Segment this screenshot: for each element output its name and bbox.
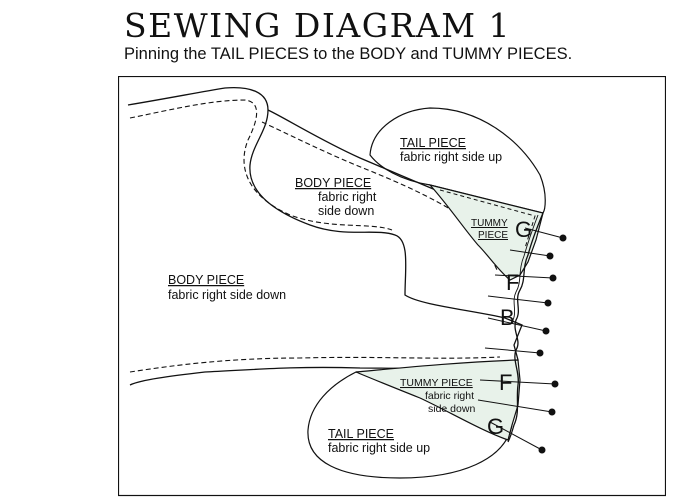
tummy-piece-top xyxy=(428,183,544,281)
tummy-bottom-note-2: side down xyxy=(428,403,475,415)
pin-head xyxy=(546,252,554,260)
pin-line xyxy=(489,421,543,451)
body-inner-note-1: fabric right xyxy=(318,190,377,204)
marker-g-top: G xyxy=(515,217,532,242)
body-piece-inner-seam xyxy=(261,121,498,271)
pin-line xyxy=(509,249,551,257)
pin-line xyxy=(487,317,547,332)
marker-g-bottom: G xyxy=(487,414,504,439)
pin-head xyxy=(544,299,552,307)
marker-f-bottom: F xyxy=(499,370,512,395)
pin-head xyxy=(538,446,546,454)
pin-head xyxy=(542,327,550,335)
pin-head xyxy=(549,274,557,282)
diagram-title: SEWING DIAGRAM 1 xyxy=(124,6,512,45)
body-seam-dashed xyxy=(129,99,501,373)
tummy-top-name-2: PIECE xyxy=(478,230,508,241)
seam-edge-right xyxy=(507,212,544,443)
pin-line xyxy=(477,399,553,413)
tummy-bottom-name: TUMMY PIECE xyxy=(400,377,473,389)
body-piece-outer xyxy=(127,86,523,386)
diagram-border xyxy=(118,76,666,497)
tail-bottom-note: fabric right side up xyxy=(328,441,430,455)
tail-bottom-name: TAIL PIECE xyxy=(328,427,394,441)
tummy-bottom-note-1: fabric right xyxy=(425,390,474,402)
body-inner-note-2: side down xyxy=(318,204,374,218)
tail-top-name: TAIL PIECE xyxy=(400,136,466,150)
pin-head xyxy=(548,408,556,416)
seam-edge-right-double xyxy=(511,214,539,323)
pins xyxy=(477,227,567,454)
tail-piece-top-outline xyxy=(369,107,546,214)
body-inner-name: BODY PIECE xyxy=(295,176,371,190)
marker-f-top: F xyxy=(506,270,519,295)
pin-line xyxy=(487,295,549,304)
tummy-top-seam xyxy=(439,189,536,249)
pin-head xyxy=(551,380,559,388)
marker-b: B xyxy=(500,305,515,330)
pin-line xyxy=(524,227,564,239)
pin-head xyxy=(559,234,567,242)
diagram-subtitle: Pinning the TAIL PIECES to the BODY and … xyxy=(124,45,573,63)
body-outer-name: BODY PIECE xyxy=(168,273,244,287)
body-outer-note: fabric right side down xyxy=(168,288,286,302)
tummy-piece-bottom xyxy=(355,359,521,441)
tummy-top-name-1: TUMMY xyxy=(471,218,508,229)
pin-line xyxy=(479,379,556,385)
pin-line xyxy=(494,274,554,279)
pin-line xyxy=(484,347,541,354)
sewing-diagram: G F B F G TAIL PIECE fabric right side u… xyxy=(118,76,666,497)
pin-head xyxy=(536,349,544,357)
tail-top-note: fabric right side up xyxy=(400,150,502,164)
